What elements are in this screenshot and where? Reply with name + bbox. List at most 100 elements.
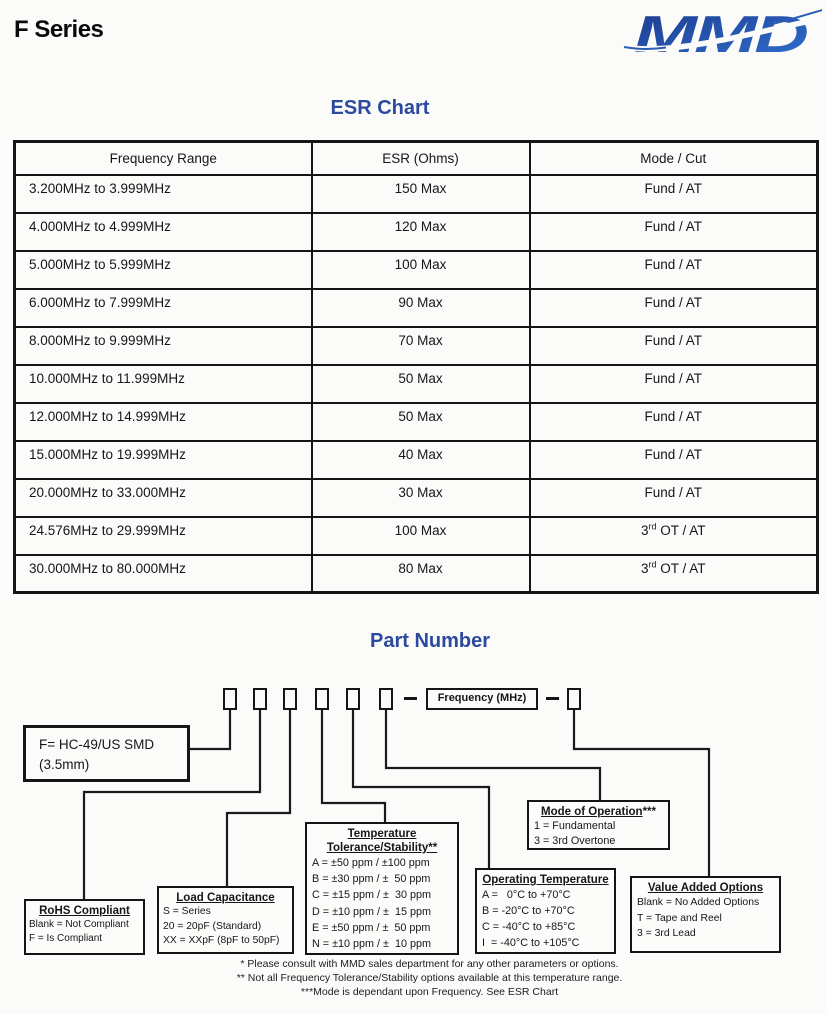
logo-swoosh-tail-right [769,9,822,26]
esr-table: Frequency Range ESR (Ohms) Mode / Cut 3.… [13,140,819,594]
mode-cut-cell: Fund / AT [528,439,819,480]
value-added-options-callout: Value Added Options Blank = No Added Opt… [630,876,781,953]
column-header-frequency-range: Frequency Range [13,140,313,176]
esr-cell: 70 Max [310,325,531,366]
part-code-box-3 [283,688,297,710]
part-code-box-1 [223,688,237,710]
mode-cut-cell: 3rd OT / AT [528,553,819,594]
option-line: B = -20°C to +70°C [482,905,575,917]
option-line: N = ±10 ppm / ± 10 ppm [312,938,431,951]
load-capacitance-callout: Load Capacitance S = Series 20 = 20pF (St… [157,886,294,954]
value-added-options-title: Value Added Options [647,882,764,894]
wire-load-cap [225,710,292,888]
mode-cut-cell: Fund / AT [528,401,819,442]
mode-cut-cell: Fund / AT [528,249,819,290]
part-code-box-4 [315,688,329,710]
column-header-mode-cut: Mode / Cut [528,140,819,176]
option-line: C = -40°C to +85°C [482,921,576,933]
series-line-1: F= HC-49/US SMD [39,737,155,752]
part-code-box-2 [253,688,267,710]
load-capacitance-options: S = Series 20 = 20pF (Standard) XX = XXpF … [159,905,292,949]
mode-cut-cell: Fund / AT [528,173,819,214]
esr-cell: 30 Max [310,477,531,518]
option-line: I = -40°C to +105°C [482,937,580,949]
option-line: E = ±50 ppm / ± 50 ppm [312,921,431,934]
frequency-range-cell: 10.000MHz to 11.999MHz [13,363,313,404]
mode-of-operation-title: Mode of Operation*** [540,806,657,818]
page-title: F Series [14,16,104,43]
mode-cut-cell: Fund / AT [528,477,819,518]
wire-series [190,710,232,751]
frequency-range-cell: 3.200MHz to 3.999MHz [13,173,313,214]
temperature-tolerance-callout: Temperature Tolerance/Stability** A = ±5… [305,822,459,955]
load-capacitance-title: Load Capacitance [176,892,275,904]
temperature-title-line2: Tolerance/Stability** [326,842,438,854]
mode-cut-cell: 3rd OT / AT [528,515,819,556]
esr-cell: 150 Max [310,173,531,214]
option-line: XX = XXpF (8pF to 50pF) [163,935,280,946]
option-line: 3 = 3rd Lead [637,928,696,939]
temperature-title-line1: Temperature [347,828,417,840]
dash-separator-1 [404,697,417,700]
esr-cell: 120 Max [310,211,531,252]
mode-cut-cell: Fund / AT [528,363,819,404]
option-line: C = ±15 ppm / ± 30 ppm [312,889,431,902]
option-line: 3 = 3rd Overtone [534,835,616,847]
option-line: F = Is Compliant [29,933,103,944]
mode-of-operation-callout: Mode of Operation*** 1 = Fundamental 3 = … [527,800,670,850]
option-line: B = ±30 ppm / ± 50 ppm [312,873,431,886]
mmd-logo-text: MMD [634,6,808,64]
option-line: 1 = Fundamental [534,820,616,832]
option-line: Blank = Not Compliant [29,919,129,930]
option-line: ** Not all Frequency Tolerance/Stability… [236,972,623,984]
column-header-esr-ohms: ESR (Ohms) [310,140,531,176]
part-number-title: Part Number [369,630,491,652]
frequency-range-cell: 4.000MHz to 4.999MHz [13,211,313,252]
mode-cut-cell: Fund / AT [528,211,819,252]
mode-cut-cell: Fund / AT [528,325,819,366]
wire-temperature [320,710,387,824]
esr-cell: 100 Max [310,249,531,290]
operating-temperature-title: Operating Temperature [482,874,609,886]
esr-cell: 80 Max [310,553,531,594]
esr-cell: 50 Max [310,363,531,404]
option-line: 20 = 20pF (Standard) [163,920,262,932]
temperature-options: A = ±50 ppm / ±100 ppm B = ±30 ppm / ± 50… [307,855,457,952]
frequency-range-cell: 24.576MHz to 29.999MHz [13,515,313,556]
option-line: T = Tape and Reel [637,912,722,924]
part-code-box-7 [567,688,581,710]
esr-cell: 50 Max [310,401,531,442]
wire-mode [384,710,602,802]
option-line: S = Series [163,906,211,917]
rohs-callout-title: RoHS Compliant [39,905,130,917]
option-line: ***Mode is dependant upon Frequency. See… [300,986,559,998]
frequency-range-cell: 20.000MHz to 33.000MHz [13,477,313,518]
mmd-logo: MMD [622,6,822,64]
esr-cell: 100 Max [310,515,531,556]
frequency-range-cell: 12.000MHz to 14.999MHz [13,401,313,442]
esr-cell: 40 Max [310,439,531,480]
frequency-range-cell: 6.000MHz to 7.999MHz [13,287,313,328]
option-line: A = ±50 ppm / ±100 ppm [312,857,430,869]
esr-chart-title: ESR Chart [330,97,430,119]
frequency-range-cell: 30.000MHz to 80.000MHz [13,553,313,594]
esr-cell: 90 Max [310,287,531,328]
part-code-box-5 [346,688,360,710]
mode-cut-cell: Fund / AT [528,287,819,328]
dash-separator-2 [546,697,559,700]
